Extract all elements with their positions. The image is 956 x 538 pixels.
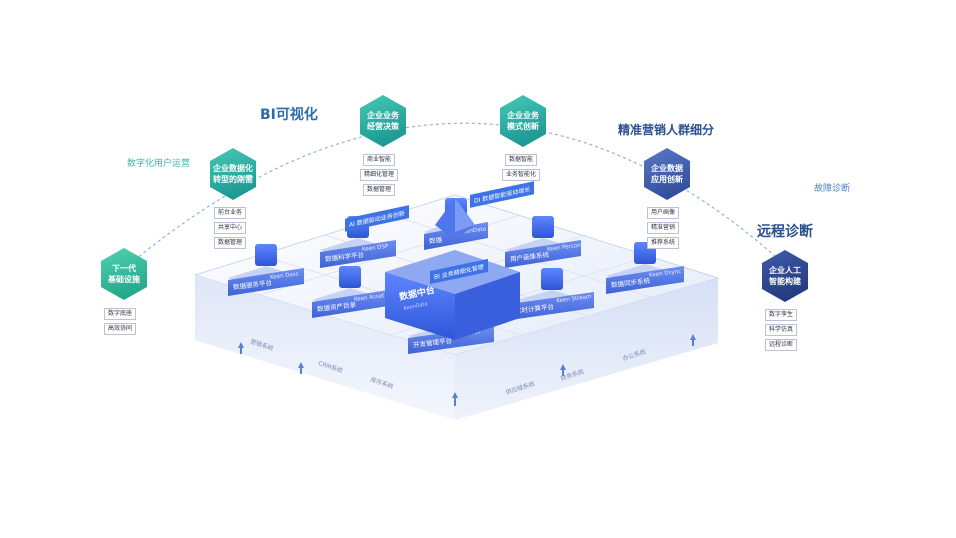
data-innovation-tags: 用户画像精准营销推荐系统	[647, 207, 680, 249]
module-en-label: Keen DSP	[362, 244, 390, 253]
module-icon	[255, 244, 277, 266]
tag-item: 数据智能	[505, 154, 538, 166]
remote-diagnosis-label: 远程诊断	[757, 224, 813, 240]
tag-item: 共享中心	[214, 222, 247, 234]
tag-item: 精准营销	[647, 222, 680, 234]
marketing-label: 精准营销人群细分	[618, 123, 715, 137]
module-en-label: Keen Dsync	[649, 269, 682, 279]
transformation-tags: 前台业务共享中心数据管理	[214, 207, 247, 249]
tag-item: 数字孪生	[765, 309, 798, 321]
hex-decision-title: 企业业务 经营决策	[367, 111, 399, 131]
tag-item: 数据管理	[214, 237, 247, 249]
module-icon	[339, 266, 361, 288]
tag-item: 商业智能	[363, 154, 396, 166]
hex-transformation: 企业数据化 转型的刚需	[210, 148, 256, 200]
tag-item: 高效协同	[104, 323, 137, 335]
hex-innovation-title: 企业业务 模式创新	[507, 111, 539, 131]
hex-data-innovation: 企业数据 应用创新	[644, 148, 690, 200]
hex-data-innovation-title: 企业数据 应用创新	[651, 164, 683, 184]
module-en-label: Keen Asset	[354, 293, 386, 303]
module-en-label: Keen Persona	[547, 242, 585, 252]
tag-item: 前台业务	[214, 207, 247, 219]
innovation-tags: 数据智能业务智能化	[502, 154, 541, 181]
hex-transformation-title: 企业数据化 转型的刚需	[213, 164, 253, 184]
user-ops-label: 数字化用户运营	[127, 159, 191, 169]
tag-item: 科学仿真	[765, 324, 798, 336]
tag-item: 业务智能化	[502, 169, 541, 181]
module-icon	[532, 216, 554, 238]
decision-tags: 商业智能精细化管理数据管理	[360, 154, 399, 196]
infrastructure-tags: 数字底座高效协同	[104, 308, 137, 335]
hex-ai-title: 企业人工 智能构建	[769, 266, 801, 286]
module-en-label: Keen Stream	[556, 294, 592, 304]
tag-item: 用户画像	[647, 207, 680, 219]
tag-item: 推荐系统	[647, 237, 680, 249]
module-en-label: KeenData	[459, 226, 486, 235]
tag-item: 数字底座	[104, 308, 137, 320]
bi-visualization-label: BI可视化	[260, 107, 318, 123]
platform-right-side	[455, 278, 718, 420]
ai-tags: 数字孪生科学仿真远程诊断	[765, 309, 798, 351]
tag-item: 远程诊断	[765, 339, 798, 351]
module-label: 数据	[429, 235, 443, 246]
module-en-label: Keen Dass	[270, 271, 299, 280]
fault-diagnosis-label: 故障诊断	[814, 184, 851, 194]
tag-item: 精细化管理	[360, 169, 399, 181]
hex-ai: 企业人工 智能构建	[762, 250, 808, 302]
hex-infrastructure-title: 下一代 基础设施	[108, 264, 140, 284]
tag-item: 数据管理	[363, 184, 396, 196]
module-icon	[541, 268, 563, 290]
center-subtitle: KeenData	[403, 301, 428, 312]
platform-left-side	[195, 275, 455, 420]
